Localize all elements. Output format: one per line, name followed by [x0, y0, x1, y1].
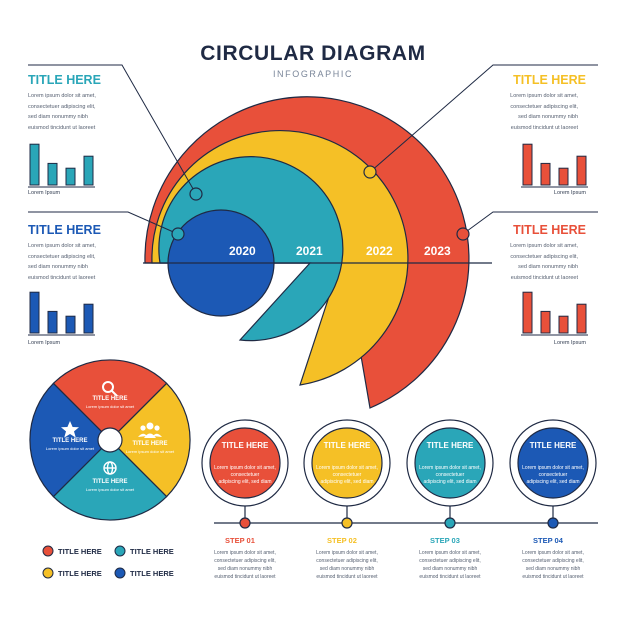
step-04-circle-title: TITLE HERE [529, 441, 577, 450]
bar-mid-left-4 [83, 303, 94, 334]
step-dot-01 [239, 517, 251, 529]
globe-icon [103, 461, 117, 475]
panel-top-right-caption: Lorem Ipsum [553, 190, 586, 196]
step-03-circle-title: TITLE HERE [426, 441, 474, 450]
step-dot-03 [444, 517, 456, 529]
pie-label-left: TITLE HERE [52, 438, 88, 444]
page-subtitle: INFOGRAPHIC [272, 69, 354, 79]
bar-chart-mid-left [28, 291, 95, 336]
step-01-circle-title: TITLE HERE [221, 441, 269, 450]
step-02-circle-title: TITLE HERE [323, 441, 371, 450]
legend-dot-yellow [42, 567, 54, 579]
pie-text-right: Lorem ipsum dolor sit amet [125, 449, 175, 454]
dot-2020 [171, 227, 185, 241]
year-label-2023: 2023 [424, 244, 451, 258]
step-circles [201, 419, 597, 529]
panel-mid-right-text: Lorem ipsum dolor sit amet, consectetuer… [510, 243, 578, 281]
bar-chart-top-right [521, 143, 588, 188]
ring-diagram [144, 96, 470, 409]
step-dot-02 [341, 517, 353, 529]
panel-top-left-title: TITLE HERE [28, 73, 101, 87]
legend-dot-blue [114, 567, 126, 579]
panel-top-left-text: Lorem ipsum dolor sit amet, consectetuer… [28, 93, 96, 131]
legend-dots [42, 545, 126, 579]
panel-top-right-text: Lorem ipsum dolor sit amet, consectetuer… [510, 93, 578, 131]
panel-mid-left-title: TITLE HERE [28, 223, 101, 237]
step-03-text: Lorem ipsum dolor sit amet,consectetuer … [419, 550, 481, 580]
step-04-text: Lorem ipsum dolor sit amet,consectetuer … [522, 550, 584, 580]
year-label-2022: 2022 [366, 244, 393, 258]
bar-mid-left-2 [47, 310, 58, 334]
panel-mid-left-caption: Lorem Ipsum [28, 340, 61, 346]
pie-text-top: Lorem ipsum dolor sit amet [85, 404, 135, 409]
users-icon [138, 422, 162, 438]
pie-segment-top [52, 359, 168, 441]
dot-2023 [456, 227, 470, 241]
year-label-2020: 2020 [229, 244, 256, 258]
connectors [28, 64, 598, 235]
legend-label-yellow: TITLE HERE [58, 569, 102, 578]
pie-segment-left [29, 382, 111, 498]
pie-hub [97, 427, 123, 453]
dot-2021 [189, 187, 203, 201]
step-dot-04 [547, 517, 559, 529]
step-02-label: STEP 02 [327, 536, 357, 545]
bar-mid-left-1 [29, 291, 40, 334]
bar-mid-right-4 [576, 303, 587, 334]
bar-chart-mid-right [521, 291, 588, 336]
legend-label-red: TITLE HERE [58, 547, 102, 556]
pie-text-left: Lorem ipsum dolor sit amet [45, 446, 95, 451]
bar-top-right-2 [540, 162, 551, 186]
year-label-2021: 2021 [296, 244, 323, 258]
bar-top-left-2 [47, 162, 58, 186]
legend-label-teal: TITLE HERE [130, 547, 174, 556]
step-01-text: Lorem ipsum dolor sit amet,consectetuer … [214, 550, 276, 580]
bar-top-left-1 [29, 143, 40, 186]
bar-chart-top-left [28, 143, 95, 188]
connector-dots [171, 165, 470, 241]
panel-mid-left-text: Lorem ipsum dolor sit amet, consectetuer… [28, 243, 96, 281]
bar-top-left-3 [65, 167, 76, 186]
pie-wheel [29, 359, 191, 521]
bar-mid-right-3 [558, 315, 569, 334]
pie-segment-bottom [52, 439, 168, 521]
panel-top-left-caption: Lorem Ipsum [28, 190, 61, 196]
page-title: CIRCULAR DIAGRAM [200, 42, 426, 65]
legend-label-blue: TITLE HERE [130, 569, 174, 578]
pie-label-right: TITLE HERE [132, 441, 168, 447]
panel-mid-right-caption: Lorem Ipsum [553, 340, 586, 346]
legend-dot-red [42, 545, 54, 557]
search-icon [102, 381, 118, 397]
legend-dot-teal [114, 545, 126, 557]
pie-segment-right [109, 382, 191, 498]
panel-top-right-title: TITLE HERE [513, 73, 586, 87]
bar-top-right-1 [522, 143, 533, 186]
panel-mid-right-title: TITLE HERE [513, 223, 586, 237]
step-04-label: STEP 04 [533, 536, 563, 545]
step-01-label: STEP 01 [225, 536, 255, 545]
pie-text-bottom: Lorem ipsum dolor sit amet [85, 487, 135, 492]
pie-label-top: TITLE HERE [92, 396, 128, 402]
step-02-text: Lorem ipsum dolor sit amet,consectetuer … [316, 550, 378, 580]
bar-top-left-4 [83, 155, 94, 186]
bar-mid-left-3 [65, 315, 76, 334]
step-03-label: STEP 03 [430, 536, 460, 545]
pie-label-bottom: TITLE HERE [92, 479, 128, 485]
bar-mid-right-2 [540, 310, 551, 334]
bar-mid-right-1 [522, 291, 533, 334]
bar-top-right-3 [558, 167, 569, 186]
star-icon [61, 421, 79, 438]
dot-2022 [363, 165, 377, 179]
bar-top-right-4 [576, 155, 587, 186]
